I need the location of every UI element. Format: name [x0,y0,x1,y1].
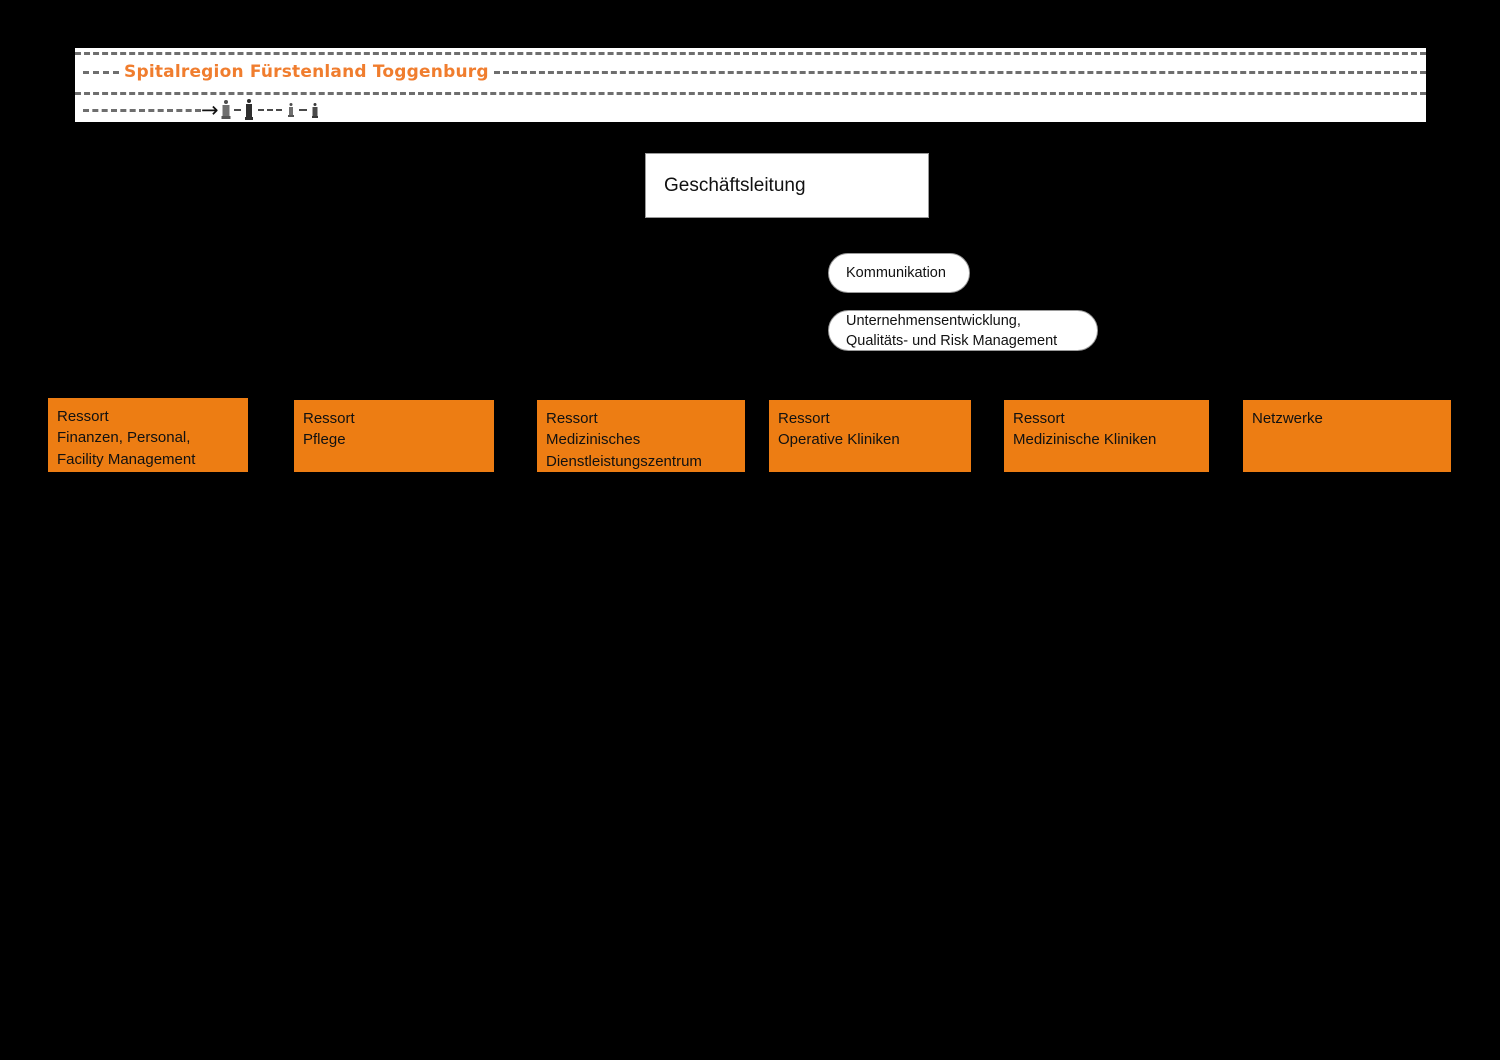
person-figure-icon-2 [244,99,254,121]
staff-unit-uqrm-line2: Qualitäts- und Risk Management [846,332,1058,349]
person-figure-icon-3 [286,103,296,117]
ressort-line-2: Pflege [303,431,346,449]
logo-mini-dash-2 [257,109,282,111]
logo-title: Spitalregion Fürstenland Toggenburg [124,62,489,82]
ressort-line-3: Facility Management [57,450,196,468]
logo-title-row: Spitalregion Fürstenland Toggenburg [75,58,1426,86]
person-figure-icon-1 [221,100,231,120]
staff-unit-kommunikation: Kommunikation [828,253,970,293]
ressort-line-1: Ressort [1013,410,1065,427]
ressort-line-2: Finanzen, Personal, [57,429,191,447]
logo-dash-segment-right [493,70,1426,74]
ressort-line-1: Ressort [303,410,355,427]
ressort-line-3: Dienstleistungszentrum [546,452,702,470]
logo-mini-dash-3 [298,109,307,111]
ressort-line-1: Ressort [778,410,830,427]
logo-dashed-rule-top [75,52,1426,55]
executive-label: Geschäftsleitung [664,174,806,196]
ressort-box-medizinisches-dienstleistungszentrum: Ressort Medizinisches Dienstleistungszen… [537,400,745,472]
staff-unit-uqrm-line1: Unternehmensentwicklung, [846,312,1021,329]
logo-mini-dash-1 [233,109,241,111]
ressort-box-netzwerke: Netzwerke [1243,400,1451,472]
ressort-box-medizinische-kliniken: Ressort Medizinische Kliniken [1004,400,1209,472]
logo-dash-segment-lead [83,108,201,112]
arrow-right-icon: → [201,97,219,122]
ressort-line-2: Operative Kliniken [778,431,900,449]
ressort-line-1: Netzwerke [1252,410,1323,427]
ressort-box-operative-kliniken: Ressort Operative Kliniken [769,400,971,472]
person-figure-icon-4 [310,102,320,118]
executive-box: Geschäftsleitung [645,153,929,218]
ressort-line-2: Medizinische Kliniken [1013,431,1157,449]
staff-unit-kommunikation-label: Kommunikation [846,265,946,281]
ressort-line-2: Medizinisches [546,431,641,449]
ressort-line-1: Ressort [546,410,598,427]
logo-figures-row: → [75,99,1426,121]
logo-dashed-rule-middle [75,92,1426,95]
logo-dash-segment-left [83,70,119,74]
ressort-box-pflege: Ressort Pflege [294,400,494,472]
logo-band: Spitalregion Fürstenland Toggenburg → [75,48,1426,122]
ressort-line-1: Ressort [57,408,109,425]
ressort-box-finanzen-personal-facility-management: Ressort Finanzen, Personal, Facility Man… [48,398,248,472]
staff-unit-unternehmensentwicklung: Unternehmensentwicklung, Qualitäts- und … [828,310,1098,351]
